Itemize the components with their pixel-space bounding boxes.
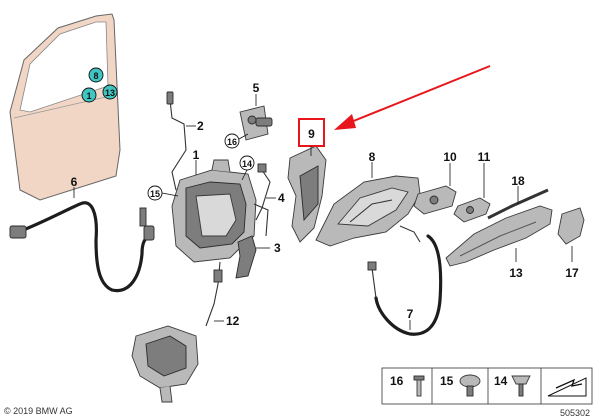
part-17-cap [557, 207, 585, 245]
screw-14-icon [511, 375, 531, 397]
legend-label-15: 15 [440, 374, 454, 388]
part-3-bracket [235, 235, 257, 279]
door-marker-8-label: 8 [93, 71, 98, 81]
callout-4: 4 [278, 191, 285, 205]
callout-14: 14 [242, 159, 252, 169]
part-1-lock [171, 159, 269, 263]
callout-12: 12 [226, 314, 240, 328]
part-6-cable [9, 201, 155, 293]
part-9-carrier [287, 145, 327, 243]
legend-label-14: 14 [494, 374, 508, 388]
callout-13: 13 [509, 266, 523, 280]
leader-14 [241, 169, 248, 181]
callout-2: 2 [197, 119, 204, 133]
part-10-cover [413, 185, 457, 215]
callout-11: 11 [478, 150, 491, 164]
part-12-cable [205, 261, 223, 327]
callout-15: 15 [150, 189, 160, 199]
legend-label-16: 16 [390, 374, 404, 388]
screw-15-icon [459, 374, 481, 397]
door-marker-1 [81, 87, 97, 103]
part-actuator [131, 325, 199, 403]
callout-10: 10 [443, 150, 457, 164]
callout-16-circle [224, 133, 240, 149]
part-11-cover [453, 197, 491, 223]
callout-8: 8 [369, 150, 376, 164]
leader-15 [161, 192, 179, 197]
callout-5: 5 [253, 81, 260, 95]
part-8-carrier [315, 175, 421, 247]
part-18-seal [487, 188, 549, 220]
door-outline [9, 13, 121, 201]
leader-16 [238, 133, 249, 140]
diagram-number: 505302 [560, 408, 591, 418]
door-marker-13 [102, 84, 118, 100]
callout-16: 16 [227, 137, 237, 147]
part-5-striker [239, 105, 273, 141]
diagram-symbol-icon [547, 377, 587, 397]
fastener-legend: 16 15 14 [381, 367, 593, 405]
red-pointer-arrow [334, 65, 491, 130]
copyright-text: © 2019 BMW AG [4, 406, 73, 416]
callout-1: 1 [193, 148, 200, 162]
part-7-cable [367, 234, 443, 336]
callout-6: 6 [71, 175, 78, 189]
part-13-handle [445, 205, 553, 267]
callout-17: 17 [565, 266, 579, 280]
door-marker-8 [88, 67, 104, 83]
door-marker-1-label: 1 [86, 91, 91, 101]
callout-7: 7 [407, 307, 414, 321]
highlight-box-9 [298, 118, 325, 147]
callout-18: 18 [511, 174, 525, 188]
part-2-rod [166, 91, 187, 191]
part-4-cable [255, 163, 271, 221]
callout-3: 3 [274, 241, 281, 255]
door-marker-13-label: 13 [105, 88, 115, 98]
screw-16-icon [413, 375, 425, 397]
callout-9: 9 [308, 127, 315, 141]
